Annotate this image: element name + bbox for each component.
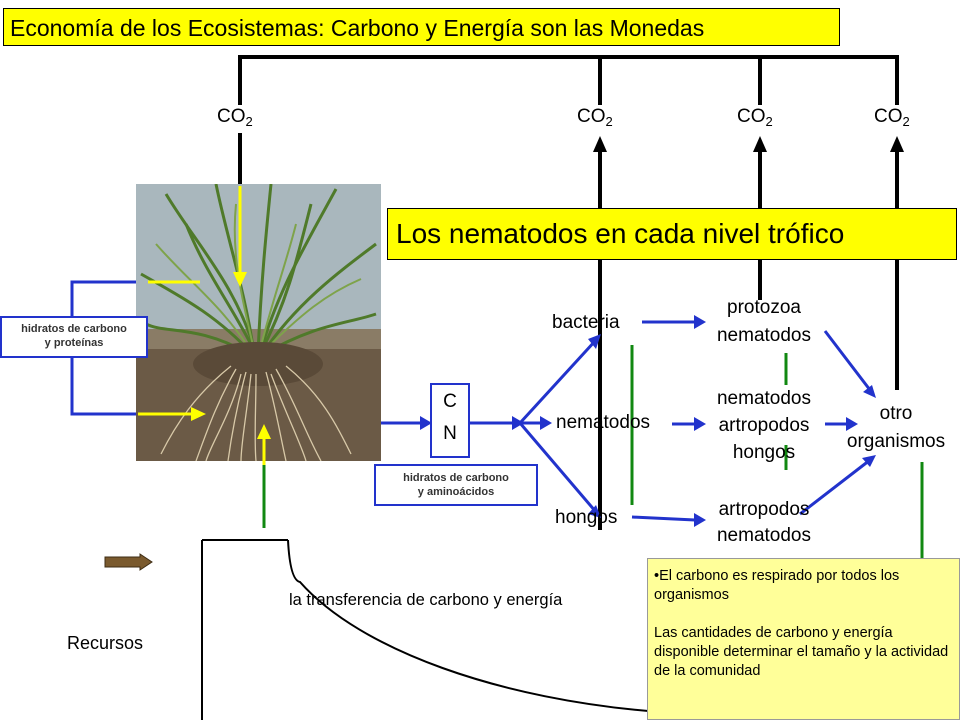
top-bracket (238, 55, 899, 105)
arrow-up-icon (753, 136, 767, 152)
node-nematodos-artropodos-hongos: nematodos artropodos hongos (716, 388, 811, 463)
respiration-arrowheads (593, 136, 904, 152)
arrow-right-icon (540, 416, 552, 430)
arrow-up-icon (890, 136, 904, 152)
arrow-right-icon (588, 505, 601, 518)
carbohydrates-aminoacids-box: hidratos de carbono y aminoácidos (374, 464, 538, 506)
co2-label: CO2 (737, 106, 773, 129)
node-nematodos: nematodos (556, 412, 651, 433)
brown-arrow-icon (104, 553, 153, 571)
arrow-right-icon (863, 385, 876, 398)
flow-arrowheads (420, 315, 876, 527)
arrow-right-icon (420, 416, 432, 430)
arrow-up-icon (593, 136, 607, 152)
transfer-label: la transferencia de carbono y energía (289, 591, 563, 609)
arrow-right-icon (694, 417, 706, 431)
respiration-note: •El carbono es respirado por todos los o… (647, 558, 960, 720)
node-bacteria: bacteria (552, 312, 620, 333)
co2-label: CO2 (874, 106, 910, 129)
carbohydrates-proteins-box: hidratos de carbono y proteínas (0, 316, 148, 358)
arrow-right-icon (512, 416, 524, 430)
carbon-nitrogen-box: C N (430, 383, 470, 458)
co2-label: CO2 (577, 106, 613, 129)
arrow-right-icon (191, 407, 206, 421)
node-hongos: hongos (555, 507, 618, 528)
slide-title: Economía de los Ecosistemas: Carbono y E… (3, 8, 840, 46)
arrow-right-icon (588, 334, 601, 349)
arrow-right-icon (862, 455, 876, 467)
arrow-down-icon (233, 272, 247, 287)
arrow-right-icon (694, 315, 706, 329)
arrow-right-icon (694, 513, 706, 527)
node-otro-organismos: otro organismos (846, 403, 946, 452)
nematodes-banner: Los nematodos en cada nivel trófico (387, 208, 957, 260)
recursos-label: Recursos (67, 633, 144, 653)
co2-label: CO2 (217, 106, 253, 129)
node-protozoa-nematodos: protozoa nematodos (716, 297, 811, 346)
node-artropodos-nematodos: artropodos nematodos (716, 499, 811, 541)
green-links (262, 345, 924, 565)
resource-curve (201, 539, 661, 720)
arrow-up-icon (257, 424, 271, 439)
arrow-right-icon (846, 417, 858, 431)
